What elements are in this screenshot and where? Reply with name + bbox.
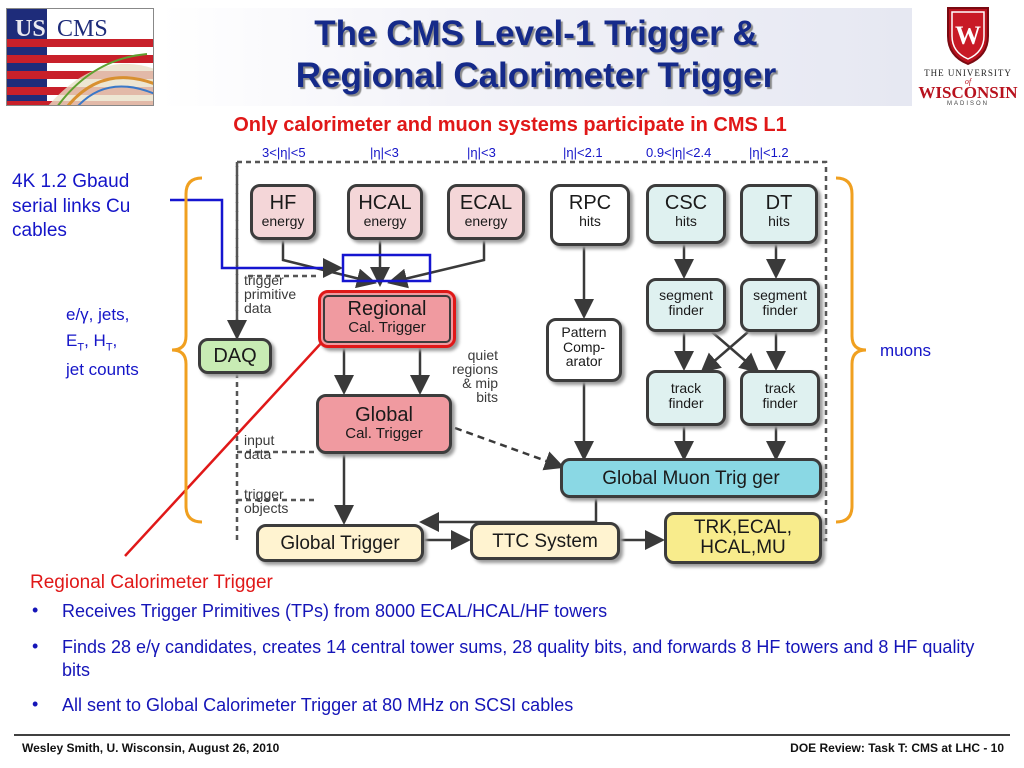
slide-title-line2: Regional Calorimeter Trigger bbox=[295, 56, 777, 95]
footer-divider bbox=[14, 734, 1010, 736]
dt-hits-box: DT hits bbox=[740, 184, 818, 244]
calo-objects-annotation: e/γ, jets, ET, HT, jet counts bbox=[66, 305, 139, 379]
rct-heading: Regional Calorimeter Trigger bbox=[30, 572, 273, 593]
slide-title-line1: The CMS Level-1 Trigger & bbox=[314, 14, 758, 53]
uw-of: of bbox=[964, 77, 972, 86]
eta-range-rpc: |η|<2.1 bbox=[563, 145, 603, 160]
uscms-logo: US CMS bbox=[6, 8, 154, 106]
trigger-objects-label: trigger objects bbox=[244, 486, 289, 516]
global-muon-trigger-box: Global Muon Trig ger bbox=[560, 458, 822, 498]
subsystems-box: TRK,ECAL, HCAL,MU bbox=[664, 512, 822, 564]
svg-text:US: US bbox=[15, 16, 46, 42]
rct-sublabel: Cal. Trigger bbox=[348, 319, 426, 336]
track2-line1: track bbox=[764, 380, 796, 396]
uw-logo: W THE UNIVERSITY of WISCONSIN MADISON bbox=[914, 4, 1022, 108]
hf-label: HF bbox=[269, 192, 297, 214]
pattern-line2: Comp- bbox=[562, 338, 605, 355]
csc-track-finder-box: track finder bbox=[646, 370, 726, 426]
dt-track-finder-box: track finder bbox=[740, 370, 820, 426]
pattern-comparator-box: Pattern Comp- arator bbox=[546, 318, 622, 382]
track2-line2: finder bbox=[762, 394, 798, 411]
eta-range-ecal: |η|<3 bbox=[467, 145, 496, 160]
ecal-label: ECAL bbox=[459, 192, 513, 214]
segment2-line2: finder bbox=[762, 301, 798, 318]
daq-label: DAQ bbox=[213, 345, 257, 367]
csc-segment-finder-box: segment finder bbox=[646, 278, 726, 332]
title-band bbox=[160, 8, 912, 106]
svg-text:CMS: CMS bbox=[57, 16, 108, 42]
ecal-energy-box: ECAL energy bbox=[447, 184, 525, 240]
regional-cal-trigger-box: Regional Cal. Trigger bbox=[318, 290, 456, 348]
quiet-regions-label: quiet regions & mip bits bbox=[452, 347, 498, 405]
hf-energy-box: HF energy bbox=[250, 184, 316, 240]
track1-line2: finder bbox=[668, 394, 704, 411]
eta-range-hf: 3<|η|<5 bbox=[262, 145, 306, 160]
gmt-label: Global Muon Trig ger bbox=[602, 468, 780, 489]
global-trigger-box: Global Trigger bbox=[256, 524, 424, 562]
hcal-label: HCAL bbox=[358, 192, 412, 214]
footer-right: DOE Review: Task T: CMS at LHC - 10 bbox=[790, 741, 1004, 755]
input-data-label: input data bbox=[244, 432, 275, 462]
gct-label: Global bbox=[355, 404, 413, 426]
hf-sublabel: energy bbox=[261, 213, 305, 229]
segment1-line1: segment bbox=[659, 287, 713, 303]
hcal-sublabel: energy bbox=[363, 213, 407, 229]
ttc-label: TTC System bbox=[492, 531, 598, 552]
segment1-line2: finder bbox=[668, 301, 704, 318]
shield-letter: W bbox=[955, 21, 981, 50]
hcal-energy-box: HCAL energy bbox=[347, 184, 423, 240]
eta-range-dt: |η|<1.2 bbox=[749, 145, 789, 160]
uw-shield-icon: W bbox=[947, 7, 989, 66]
global-cal-trigger-box: Global Cal. Trigger bbox=[316, 394, 452, 454]
subsystems-line1: TRK,ECAL, bbox=[693, 517, 793, 538]
dt-sublabel: hits bbox=[768, 213, 790, 229]
eta-range-csc: 0.9<|η|<2.4 bbox=[646, 145, 712, 160]
rpc-label: RPC bbox=[568, 192, 612, 214]
uscms-logo-graphic: US CMS bbox=[7, 9, 153, 105]
uw-line3: MADISON bbox=[946, 101, 989, 107]
rct-label: Regional bbox=[347, 298, 427, 320]
slide-subtitle: Only calorimeter and muon systems partic… bbox=[233, 114, 787, 136]
ecal-sublabel: energy bbox=[464, 213, 508, 229]
segment2-line1: segment bbox=[753, 287, 807, 303]
rpc-sublabel: hits bbox=[579, 213, 601, 229]
daq-box: DAQ bbox=[198, 338, 272, 374]
pattern-line1: Pattern bbox=[561, 324, 607, 340]
eta-range-hcal: |η|<3 bbox=[370, 145, 399, 160]
dt-segment-finder-box: segment finder bbox=[740, 278, 820, 332]
track1-line1: track bbox=[670, 380, 702, 396]
gct-sublabel: Cal. Trigger bbox=[345, 425, 423, 442]
pattern-line3: arator bbox=[565, 353, 603, 370]
subsystems-line2: HCAL,MU bbox=[700, 536, 786, 558]
ttc-system-box: TTC System bbox=[470, 522, 620, 560]
serial-links-annotation: 4K 1.2 Gbaud serial links Cu cables bbox=[12, 171, 131, 242]
trigger-primitive-data-label: trigger primitive data bbox=[244, 272, 297, 316]
uw-line2: WISCONSIN bbox=[918, 83, 1018, 102]
uw-line1: THE UNIVERSITY bbox=[924, 68, 1012, 78]
dt-label: DT bbox=[765, 192, 793, 214]
footer-left: Wesley Smith, U. Wisconsin, August 26, 2… bbox=[22, 741, 280, 755]
gt-label: Global Trigger bbox=[280, 533, 400, 554]
csc-label: CSC bbox=[664, 192, 708, 214]
rpc-hits-box: RPC hits bbox=[550, 184, 630, 246]
csc-sublabel: hits bbox=[675, 213, 697, 229]
csc-hits-box: CSC hits bbox=[646, 184, 726, 244]
muons-annotation: muons bbox=[880, 341, 932, 360]
